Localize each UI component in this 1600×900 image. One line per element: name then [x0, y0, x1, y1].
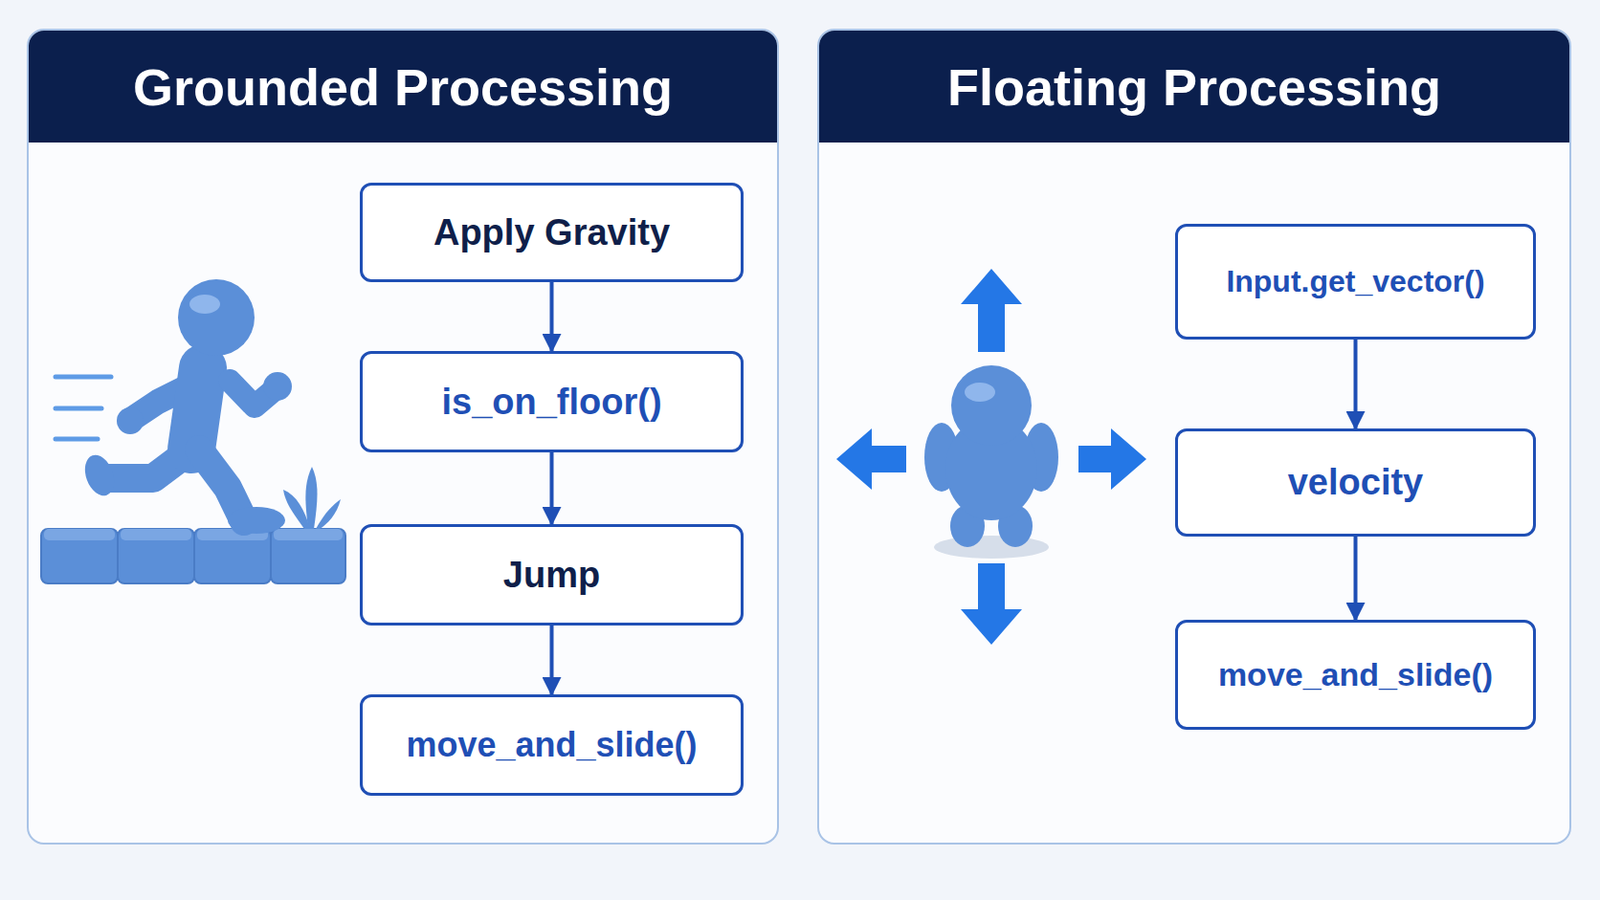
process-box: Input.get_vector(): [1175, 223, 1536, 340]
running-figure-parts: [79, 279, 292, 534]
panel-header: Floating Processing: [819, 30, 1570, 143]
process-box: Apply Gravity: [359, 182, 744, 283]
flow-arrow: [550, 452, 555, 525]
panel: Floating ProcessingInput.get_vector()vel…: [817, 28, 1572, 845]
head-highlight: [189, 294, 221, 314]
speed-lines: [55, 377, 112, 440]
panel: Grounded ProcessingApply Gravity is_on_fl…: [26, 28, 779, 845]
panel-title: Floating Processing: [947, 57, 1442, 117]
floor-tops: [44, 529, 343, 541]
box-label: Apply Gravity: [433, 212, 670, 254]
process-box: velocity: [1175, 428, 1536, 537]
box-label: move_and_slide(): [405, 725, 697, 766]
panel-title: Grounded Processing: [133, 57, 673, 117]
standing-figure: [924, 365, 1059, 548]
head-highlight: [964, 382, 996, 402]
flow-arrow: [1354, 536, 1358, 621]
flow-arrow: [1354, 339, 1358, 429]
process-box: move_and_slide(): [359, 694, 744, 797]
box-label: move_and_slide(): [1218, 656, 1493, 694]
direction-arrows: [836, 268, 1147, 645]
process-box: is_on_floor(): [359, 351, 744, 453]
box-label: Jump: [503, 555, 600, 597]
figure-shadow: [933, 535, 1049, 559]
flow-arrow: [550, 282, 555, 352]
running-figure: [107, 368, 274, 522]
box-label: is_on_floor(): [441, 381, 662, 423]
process-box: Jump: [359, 524, 744, 626]
box-label: velocity: [1288, 462, 1424, 504]
floor-tiles: [41, 529, 346, 584]
process-box: move_and_slide(): [1175, 620, 1536, 731]
box-label: Input.get_vector(): [1225, 264, 1485, 300]
flow-arrow: [550, 625, 555, 695]
plant: [283, 466, 341, 530]
panel-header: Grounded Processing: [28, 30, 778, 143]
